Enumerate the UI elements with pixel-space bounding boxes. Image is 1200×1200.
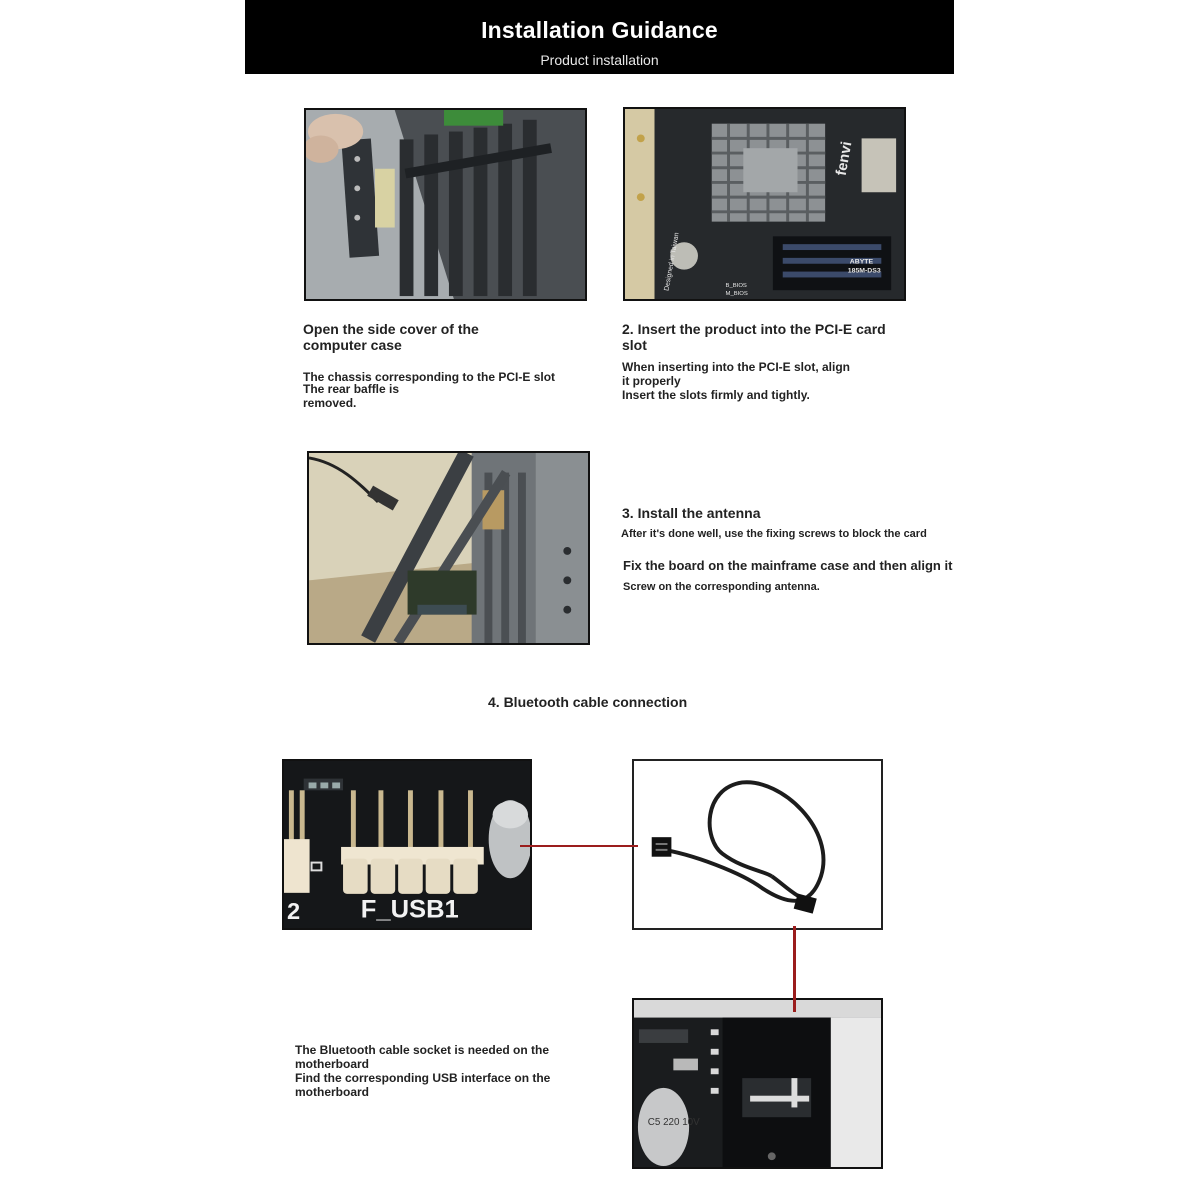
bluetooth-cable-photo — [632, 759, 883, 930]
step4-desc-line2: motherboard — [295, 1057, 370, 1071]
connector-line-vertical — [793, 926, 796, 1012]
step2-desc-line2: it properly — [622, 374, 681, 388]
step2-title-line1: 2. Insert the product into the PCI-E car… — [622, 321, 886, 337]
step2-title: 2. Insert the product into the PCI-E car… — [622, 321, 942, 353]
usb-header-photo: F_USB1 2 — [282, 759, 532, 930]
step1-photo — [304, 108, 587, 301]
f-usb1-label: F_USB1 — [361, 895, 459, 923]
capacitor-label: C5 220 10V — [648, 1117, 700, 1128]
step1-title-line2: computer case — [303, 337, 402, 353]
step3-desc-line2: Fix the board on the mainframe case and … — [623, 558, 953, 573]
step2-desc-line3: Insert the slots firmly and tightly. — [622, 388, 810, 402]
step3-title: 3. Install the antenna — [622, 505, 761, 521]
step3-desc-line1: After it's done well, use the fixing scr… — [621, 528, 927, 540]
step2-title-line2: slot — [622, 337, 647, 353]
motherboard-socket-photo: C5 220 10V — [632, 998, 883, 1169]
header-banner: Installation Guidance Product installati… — [245, 0, 954, 74]
step4-desc-line4: motherboard — [295, 1085, 370, 1099]
chip-label: ABYTE — [850, 259, 874, 266]
step4-desc-line3: Find the corresponding USB interface on … — [295, 1071, 551, 1085]
step1-desc-line3: removed. — [303, 396, 357, 410]
step1-description: The chassis corresponding to the PCI-E s… — [303, 370, 603, 410]
step2-desc-line1: When inserting into the PCI-E slot, alig… — [622, 360, 850, 374]
step4-description: The Bluetooth cable socket is needed on … — [295, 1043, 595, 1099]
bios-label-1: B_BIOS — [726, 283, 747, 289]
step3-photo — [307, 451, 590, 645]
bios-label-2: M_BIOS — [726, 291, 748, 297]
connector-line-horizontal — [520, 845, 638, 847]
step1-title-line1: Open the side cover of the — [303, 321, 479, 337]
step1-title: Open the side cover of the computer case — [303, 321, 603, 353]
step3-desc-line3: Screw on the corresponding antenna. — [623, 581, 820, 593]
step1-desc-line2: The rear baffle is — [303, 382, 400, 396]
chip-label-2: 185M-DS3 — [848, 268, 881, 275]
step1-desc-line1: The chassis corresponding to the PCI-E s… — [303, 370, 556, 384]
step4-desc-line1: The Bluetooth cable socket is needed on … — [295, 1043, 550, 1057]
page-subtitle: Product installation — [540, 52, 659, 68]
step4-title: 4. Bluetooth cable connection — [488, 694, 688, 710]
step2-photo: fenvi ABYTE 185M-DS3 B_BIOS M_BIOS Desig… — [623, 107, 906, 301]
header-pin-label: 2 — [287, 898, 300, 924]
brand-label: fenvi — [834, 140, 856, 176]
step2-description: When inserting into the PCI-E slot, alig… — [622, 360, 942, 402]
page-title: Installation Guidance — [481, 17, 718, 43]
